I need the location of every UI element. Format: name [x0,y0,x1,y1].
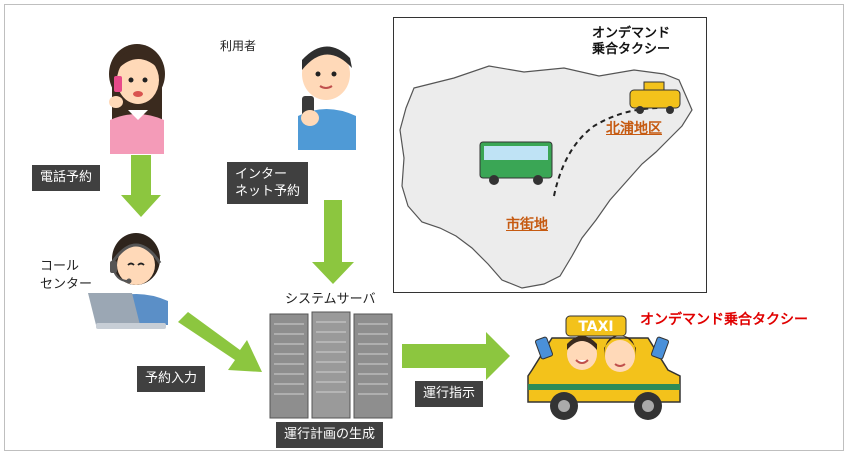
arrow-server-to-taxi [402,332,510,380]
map-title: オンデマンド 乗合タクシー [592,26,670,58]
arrow-internet-to-server [312,200,354,284]
woman-phone-user-illustration [109,44,165,154]
map-place-shigaichi: 市街地 [506,217,548,233]
shared-taxi-illustration: TAXI [527,315,681,420]
bus-icon [479,141,553,185]
arrow-callcenter-to-server [178,312,262,372]
call-center-operator-illustration [88,233,168,329]
arrow-phone-to-callcenter [121,155,161,217]
phone-reservation-label: 電話予約 [32,165,101,191]
operation-instruction-label: 運行指示 [415,381,484,407]
diagram-frame [4,4,844,451]
internet-reservation-line-2: ネット予約 [235,184,301,199]
users-label: 利用者 [220,39,257,53]
schedule-generation-label: 運行計画の生成 [276,422,384,448]
map-taxi-icon [629,81,681,114]
map-title-line-1: オンデマンド [592,26,671,41]
man-smartphone-user-illustration [298,46,356,150]
call-center-label: コール センター [40,258,92,294]
server-racks-illustration [269,311,393,419]
map-panel: オンデマンド 乗合タクシー 北浦地区 市街地 [393,17,707,293]
map-title-line-2: 乗合タクシー [592,42,671,57]
region-map [399,65,693,289]
taxi-sign-text: TAXI [578,319,613,335]
map-place-kitaura: 北浦地区 [606,121,662,137]
system-server-label: システムサーバ [285,292,376,307]
on-demand-taxi-title: オンデマンド乗合タクシー [640,312,808,328]
reservation-input-label: 予約入力 [137,366,206,392]
internet-reservation-label: インター ネット予約 [227,162,309,204]
call-center-line-1: コール [40,259,80,274]
internet-reservation-line-1: インター [235,167,288,182]
call-center-line-2: センター [40,277,93,292]
